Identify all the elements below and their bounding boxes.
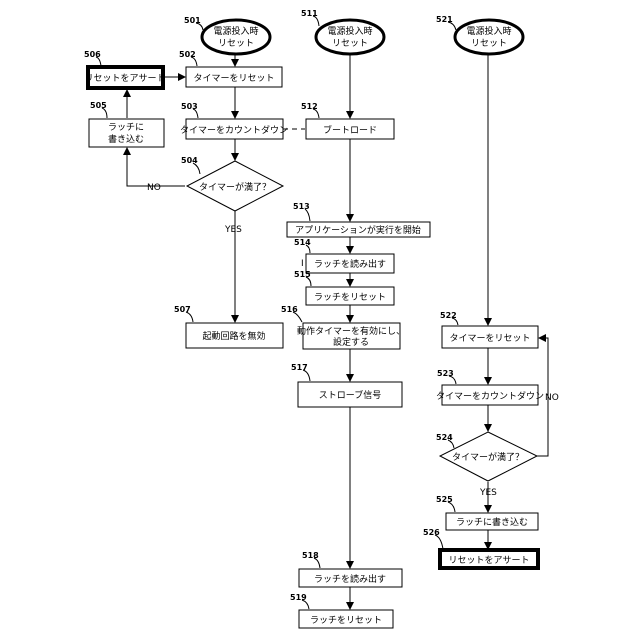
node-512: ブートロード [306,119,394,139]
label-yes-524: YES [479,488,497,498]
node-503-label: タイマーをカウントダウン [180,124,288,136]
node-518: ラッチを読み出す [299,569,402,587]
node-518-label: ラッチを読み出す [314,573,386,585]
node-514: ラッチを読み出す [306,254,394,273]
node-521: 電源投入時 リセット [455,20,523,54]
node-504-label: タイマーが満了？ [199,181,271,193]
node-517-label: ストローブ信号 [319,389,381,401]
node-505-line1: ラッチに [108,122,144,133]
node-526: リセットをアサート [440,550,538,568]
label-no-524: NO [545,393,559,403]
edge-504-no-505 [127,148,185,186]
node-525: ラッチに書き込む [446,513,538,530]
node-502-label: タイマーをリセット [193,73,274,84]
label-no-504: NO [147,183,161,193]
ref-506: 506 [84,50,101,59]
node-512-label: ブートロード [323,124,377,136]
node-515: ラッチをリセット [306,287,394,305]
ref-513: 513 [293,202,310,211]
node-514-label: ラッチを読み出す [314,258,386,270]
node-523-label: タイマーをカウントダウン [436,390,544,402]
node-513: アプリケーションが実行を開始 [287,222,430,237]
node-507: 起動回路を無効 [186,323,283,348]
node-501-line2: リセット [218,38,254,49]
leader-526 [435,535,443,549]
ref-518: 518 [302,551,319,560]
node-511: 電源投入時 リセット [316,20,384,54]
ref-524: 524 [436,433,453,442]
node-519: ラッチをリセット [299,610,393,628]
node-525-label: ラッチに書き込む [456,516,528,528]
ref-516: 516 [281,305,298,314]
node-504: タイマーが満了？ [187,161,283,211]
node-516: 動作タイマーを有効にし、 設定する [297,323,405,349]
mark-514: I [301,259,304,269]
node-522-label: タイマーをリセット [449,333,530,344]
node-526-label: リセットをアサート [448,555,529,566]
node-521-line2: リセット [471,38,507,49]
ref-505: 505 [90,101,107,110]
node-505-line2: 書き込む [108,133,144,145]
node-521-line1: 電源投入時 [466,25,511,37]
node-513-label: アプリケーションが実行を開始 [295,224,421,236]
node-506: リセットをアサート [84,67,165,88]
ref-504: 504 [181,156,198,165]
node-522: タイマーをリセット [442,326,538,348]
node-511-line1: 電源投入時 [327,25,372,37]
node-501-line1: 電源投入時 [213,25,258,37]
ref-526: 526 [423,528,440,537]
node-511-line2: リセット [332,38,368,49]
node-503: タイマーをカウントダウン [180,119,288,139]
label-yes-504: YES [224,225,242,235]
node-505: ラッチに 書き込む [89,119,164,147]
ref-515: 515 [294,270,311,279]
node-501: 電源投入時 リセット [202,20,270,54]
node-515-label: ラッチをリセット [314,292,386,303]
node-517: ストローブ信号 [298,382,402,407]
node-523: タイマーをカウントダウン [436,385,544,405]
node-502: タイマーをリセット [186,67,282,87]
node-524-label: タイマーが満了？ [452,451,524,463]
ref-514: 514 [294,238,311,247]
node-516-line1: 動作タイマーを有効にし、 [297,325,405,337]
node-524: タイマーが満了？ [440,432,537,481]
node-507-label: 起動回路を無効 [202,330,265,342]
node-516-line2: 設定する [333,336,369,348]
node-519-label: ラッチをリセット [310,615,382,626]
ref-525: 525 [436,495,453,504]
node-506-label: リセットをアサート [84,73,165,84]
